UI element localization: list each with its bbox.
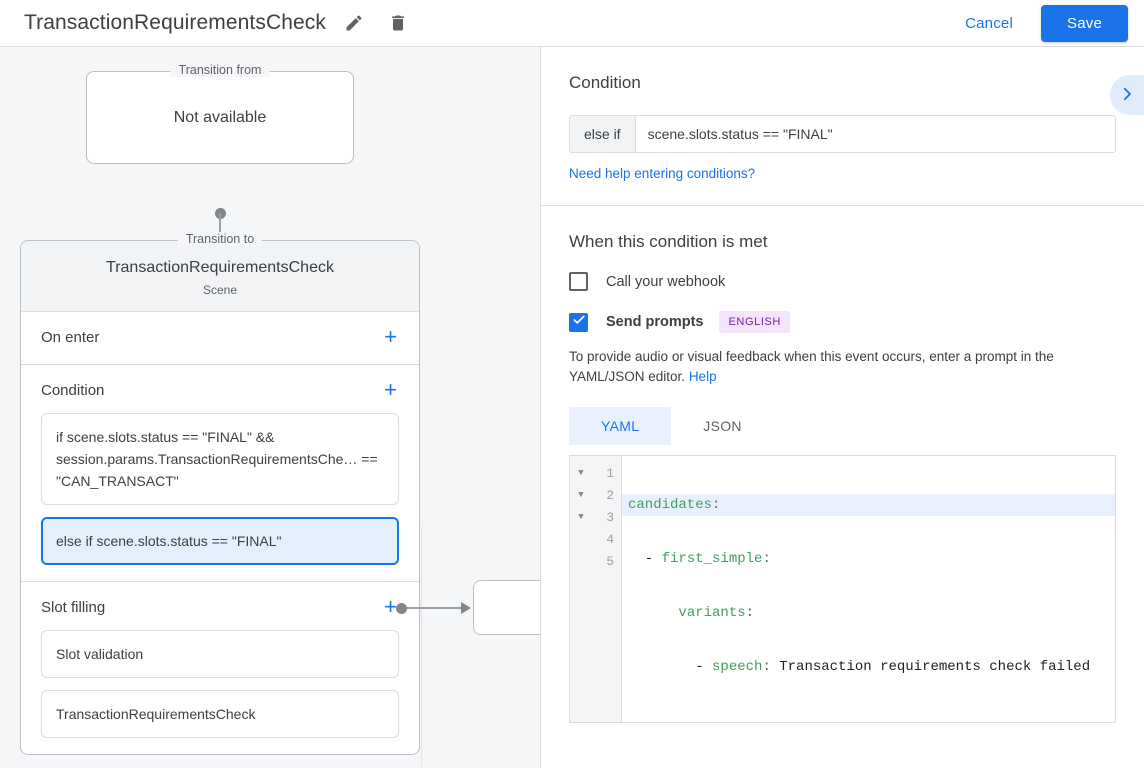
edit-name-button[interactable] [338, 7, 370, 39]
next-node-card[interactable] [473, 580, 540, 635]
scene-card-header: TransactionRequirementsCheck Scene [21, 241, 419, 312]
code-punct: : [762, 659, 780, 675]
fold-arrow-icon[interactable]: ▼ [578, 512, 584, 522]
gutter-line: ▼1 [570, 462, 621, 484]
language-badge: ENGLISH [719, 311, 790, 333]
code-key: speech [712, 659, 763, 675]
condition-item[interactable]: if scene.slots.status == "FINAL" && sess… [41, 413, 399, 505]
gutter-line: 5 [570, 550, 621, 572]
section-condition: Condition + if scene.slots.status == "FI… [21, 365, 419, 582]
when-met-heading: When this condition is met [569, 232, 768, 251]
send-prompts-row[interactable]: Send prompts ENGLISH [569, 311, 1116, 333]
transition-to-card[interactable]: Transition to TransactionRequirementsChe… [20, 232, 420, 755]
code-line: candidates: [622, 494, 1115, 516]
fold-arrow-icon[interactable]: ▼ [578, 490, 584, 500]
section-on-enter-title: On enter [41, 328, 100, 346]
code-line [622, 710, 1115, 722]
add-condition-button[interactable]: + [384, 377, 397, 402]
pencil-icon [344, 13, 364, 33]
editor-code-area[interactable]: candidates: - first_simple: variants: - … [622, 456, 1115, 722]
collapse-panel-button[interactable] [1110, 75, 1144, 115]
condition-item-selected[interactable]: else if scene.slots.status == "FINAL" [41, 517, 399, 565]
section-condition-title: Condition [41, 381, 105, 399]
code-line: variants: [622, 602, 1115, 624]
code-indent: - [628, 659, 713, 675]
section-slot-filling-title: Slot filling [41, 598, 106, 616]
editor-gutter: ▼1 ▼2 ▼3 4 5 [570, 456, 622, 722]
cancel-button[interactable]: Cancel [951, 7, 1027, 40]
gutter-line: ▼2 [570, 484, 621, 506]
scene-name: TransactionRequirementsCheck [106, 259, 334, 276]
code-line: - first_simple: [622, 548, 1115, 570]
description-help-link[interactable]: Help [688, 369, 717, 384]
code-indent [628, 605, 678, 621]
section-on-enter: On enter + [21, 312, 419, 365]
line-number: 4 [606, 531, 614, 547]
code-key: variants [678, 605, 746, 621]
app-header: TransactionRequirementsCheck Cancel Save [0, 0, 1144, 47]
condition-help-link[interactable]: Need help entering conditions? [569, 166, 756, 181]
line-number: 2 [606, 487, 614, 503]
connector-line-right [405, 607, 463, 609]
connector-arrow-right [461, 602, 471, 614]
section-condition-header: Condition + [41, 379, 399, 401]
slot-filling-item[interactable]: TransactionRequirementsCheck [41, 690, 399, 738]
connector-dot-right [396, 603, 407, 614]
condition-expression-input[interactable] [635, 116, 1115, 152]
transition-from-legend: Transition from [170, 63, 270, 77]
webhook-checkbox[interactable] [569, 272, 588, 291]
transition-from-value: Not available [173, 108, 267, 126]
slot-filling-item[interactable]: Slot validation [41, 630, 399, 678]
line-number: 5 [606, 553, 614, 569]
scene-type: Scene [202, 283, 238, 297]
gutter-line: ▼3 [570, 506, 621, 528]
section-on-enter-header: On enter + [41, 326, 399, 348]
flow-canvas[interactable]: Transition from Not available Transition… [0, 47, 540, 768]
condition-prefix-label: else if [570, 116, 636, 152]
save-button[interactable]: Save [1041, 4, 1128, 42]
panel-when-met-section: When this condition is met Call your web… [541, 206, 1144, 745]
add-slot-filling-button[interactable]: + [384, 594, 397, 619]
webhook-row[interactable]: Call your webhook [569, 272, 1116, 291]
code-key: candidates [628, 497, 713, 513]
canvas-gridline [421, 527, 422, 768]
code-punct: : [745, 605, 755, 621]
fold-arrow-icon[interactable]: ▼ [578, 468, 584, 478]
description-text: To provide audio or visual feedback when… [569, 349, 1054, 384]
page-title: TransactionRequirementsCheck [24, 11, 326, 34]
panel-condition-section: Condition else if Need help entering con… [541, 47, 1144, 206]
send-prompts-label: Send prompts [606, 314, 704, 330]
condition-expression-row[interactable]: else if [569, 115, 1116, 153]
transition-from-card[interactable]: Transition from Not available [86, 63, 354, 164]
chevron-right-icon [1118, 85, 1136, 106]
delete-button[interactable] [382, 7, 414, 39]
transition-to-legend: Transition to [177, 232, 263, 246]
prompt-editor[interactable]: ▼1 ▼2 ▼3 4 5 candidates: - first_simple:… [569, 455, 1116, 723]
code-punct: : [762, 551, 771, 567]
details-panel: Condition else if Need help entering con… [540, 47, 1144, 768]
code-key: first_simple [661, 551, 763, 567]
line-number: 1 [606, 465, 614, 481]
send-prompts-checkbox[interactable] [569, 312, 588, 332]
code-value: Transaction requirements check failed [779, 659, 1091, 675]
add-on-enter-button[interactable]: + [384, 324, 397, 349]
tab-yaml[interactable]: YAML [569, 407, 672, 445]
trash-icon [388, 13, 408, 33]
gutter-line: 4 [570, 528, 621, 550]
code-punct: : [712, 497, 721, 513]
tab-json[interactable]: JSON [671, 407, 774, 445]
webhook-label: Call your webhook [606, 273, 726, 290]
send-prompts-description: To provide audio or visual feedback when… [569, 347, 1116, 387]
section-slot-filling-header: Slot filling + [41, 596, 399, 618]
editor-format-tabs: YAML JSON [569, 407, 1116, 445]
checkmark-icon [572, 313, 586, 332]
code-line: - speech: Transaction requirements check… [622, 656, 1115, 678]
code-indent: - [628, 551, 662, 567]
panel-condition-heading: Condition [569, 73, 641, 92]
line-number: 3 [606, 509, 614, 525]
section-slot-filling: Slot filling + Slot validation Transacti… [21, 582, 419, 754]
